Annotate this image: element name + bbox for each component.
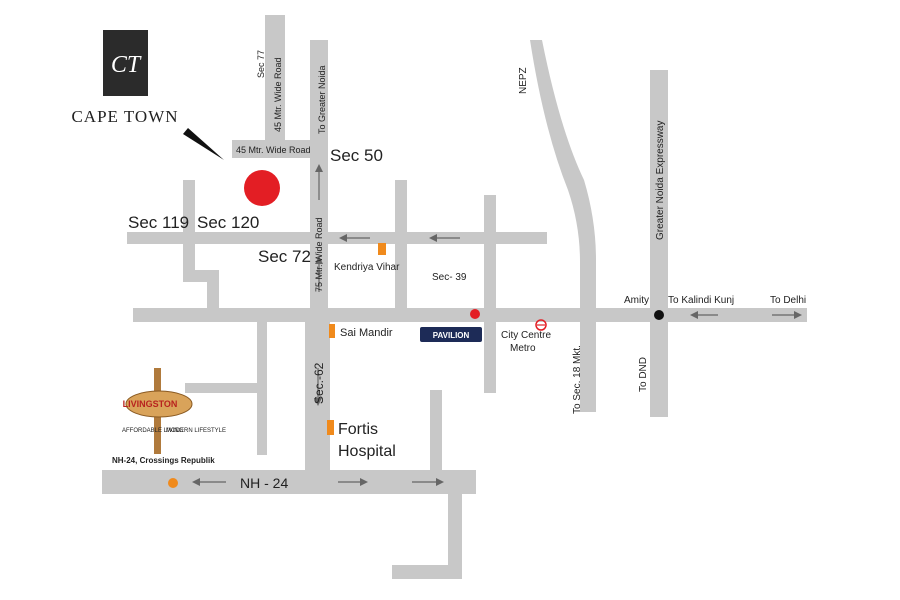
road-south-exit xyxy=(448,492,462,577)
road-label-75m: 75 Mtr. Wide Road xyxy=(314,217,324,292)
road-sec119-spur-3 xyxy=(207,270,219,310)
road-label-nepz: NEPZ xyxy=(518,67,529,94)
amity-junction xyxy=(654,310,664,320)
road-45m-vertical xyxy=(265,15,285,140)
landmark-fortis-hospital: Fortis Hospital xyxy=(327,420,396,460)
kendriya-vihar-marker xyxy=(378,243,386,255)
sector-label-sec39: Sec- 39 xyxy=(432,272,467,283)
landmark-kendriya-vihar: Kendriya Vihar xyxy=(334,243,400,273)
fortis-label: Fortis xyxy=(338,421,378,438)
arrow-kalindi-left xyxy=(690,311,718,319)
pavilion-marker xyxy=(470,309,480,319)
sector-label-sec72: Sec 72 xyxy=(258,247,311,266)
road-label-to-sec18: To Sec. 18 Mkt. xyxy=(572,345,583,414)
livingston-sign: LIVINGSTON AFFORDABLE LIVING MODERN LIFE… xyxy=(112,368,226,465)
city-centre-metro-label: Metro xyxy=(510,343,536,354)
sector-label-sec119: Sec 119 xyxy=(128,213,189,232)
road-west-connector xyxy=(185,383,265,393)
crossings-marker xyxy=(168,478,178,488)
road-label-sec77: Sec 77 xyxy=(256,50,266,78)
road-sec119-spur xyxy=(183,180,195,280)
sector-label-sec50: Sec 50 xyxy=(330,146,383,165)
pavilion-badge xyxy=(420,327,482,342)
crossings-label: NH-24, Crossings Republik xyxy=(112,456,215,465)
road-label-greater-noida-expressway: Greater Noida Expressway xyxy=(655,121,666,241)
road-sec72 xyxy=(127,232,547,244)
amity-label: Amity xyxy=(624,295,649,306)
landmark-sai-mandir: Sai Mandir xyxy=(329,324,393,339)
logo-badge xyxy=(103,30,148,96)
road-label-sec62: Sec.-62 xyxy=(312,362,326,404)
arrow-nh24-left xyxy=(192,478,226,486)
city-centre-label: City Centre xyxy=(501,330,551,341)
site-pointer-arrow xyxy=(183,128,224,160)
arrow-sec72-left xyxy=(339,234,370,242)
road-label-to-dnd: To DND xyxy=(638,357,649,392)
cape-town-site-marker[interactable] xyxy=(244,170,280,206)
kendriya-vihar-label: Kendriya Vihar xyxy=(334,262,400,273)
livingston-tag-right: MODERN LIFESTYLE xyxy=(166,428,226,434)
landmark-pavilion: PAVILION xyxy=(420,309,482,342)
road-sec39 xyxy=(484,195,496,393)
arrow-sec72-left-2 xyxy=(429,234,460,242)
landmark-city-centre-metro: City Centre Metro xyxy=(501,319,551,354)
arrow-75m-up xyxy=(315,256,323,292)
road-kendriya-vihar xyxy=(395,180,407,310)
arrow-nh24-right-2 xyxy=(412,478,444,486)
road-label-45m-horizontal: 45 Mtr. Wide Road xyxy=(236,145,311,155)
fortis-hospital-label: Hospital xyxy=(338,443,396,460)
road-label-to-kalindi-kunj: To Kalindi Kunj xyxy=(668,295,734,306)
arrow-sec62-down xyxy=(314,368,322,406)
livingston-tag-left: AFFORDABLE LIVING xyxy=(122,428,184,434)
sign-board xyxy=(125,390,193,418)
road-greater-noida-expressway xyxy=(650,70,668,417)
arrow-75m-up-2 xyxy=(315,164,323,200)
road-south-vertical xyxy=(430,390,442,470)
logo-monogram: CT xyxy=(111,52,142,78)
direction-arrows xyxy=(192,164,802,486)
logo-name: CAPE TOWN xyxy=(71,107,178,126)
arrow-nh24-right xyxy=(338,478,368,486)
road-label-45m-vertical: 45 Mtr. Wide Road xyxy=(273,57,283,132)
pavilion-label: PAVILION xyxy=(433,331,470,340)
road-label-to-greater-noida: To Greater Noida xyxy=(317,65,327,134)
fortis-marker xyxy=(327,420,334,435)
landmark-amity: Amity xyxy=(624,295,664,320)
road-south-exit-bottom xyxy=(392,565,462,579)
road-label-nh24: NH - 24 xyxy=(240,475,288,491)
cape-town-logo: CT CAPE TOWN xyxy=(71,30,178,126)
sector-label-sec120: Sec 120 xyxy=(197,213,259,232)
arrow-delhi-right xyxy=(772,311,802,319)
road-main xyxy=(133,308,807,322)
metro-icon xyxy=(535,319,547,331)
road-45m-horizontal xyxy=(232,140,322,158)
livingston-label: LIVINGSTON xyxy=(123,399,178,409)
sai-mandir-label: Sai Mandir xyxy=(340,327,393,339)
sai-mandir-marker xyxy=(329,324,335,338)
road-nepz xyxy=(530,40,596,412)
road-label-to-delhi: To Delhi xyxy=(770,295,806,306)
